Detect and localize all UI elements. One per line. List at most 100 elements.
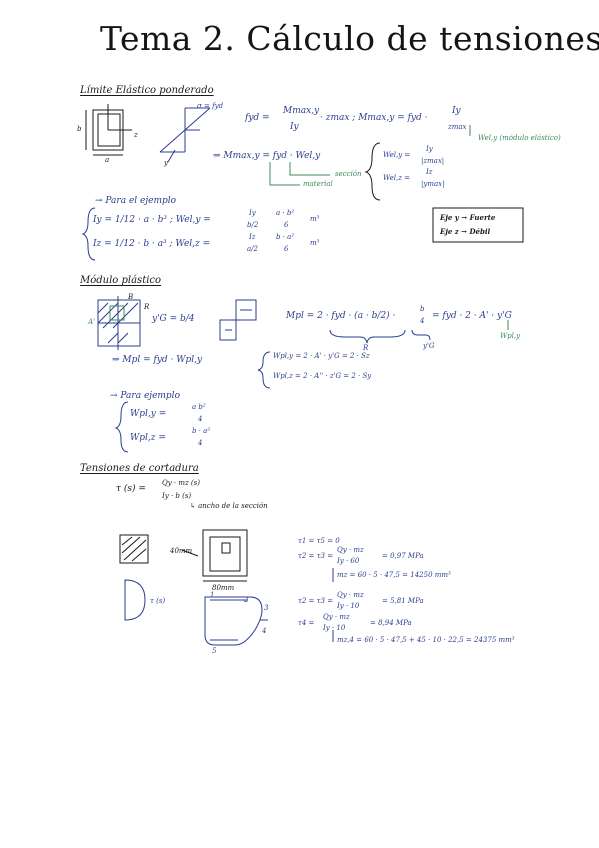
- eq-mz4: mz,4 = 60 · 5 · 47,5 + 45 · 10 · 22,5 = …: [337, 636, 515, 644]
- mpl-eq-a: Mpl = 2 · fyd · (a · b/2) ·: [286, 311, 396, 321]
- eq-tau4-num: Qy · mz: [323, 613, 350, 621]
- eq-tau3-result: = 5,81 MPa: [382, 597, 424, 605]
- point-2: 2: [244, 596, 249, 604]
- mat-note: material: [303, 180, 333, 188]
- axis-strong: Eje y → Fuerte: [440, 213, 496, 222]
- iy-f2d: 6: [284, 221, 289, 229]
- mmax-eq: ⇒ Mmax,y = fyd · Wel,y: [213, 151, 321, 161]
- underbrace-yg-label: y'G: [423, 342, 435, 350]
- welz-den: |ymax|: [421, 180, 445, 188]
- eq-tau4-den: Iy · 10: [323, 624, 346, 632]
- mpl-eq-c: 4: [420, 317, 425, 325]
- mpl-eq-d: = fyd · 2 · A' · y'G: [432, 311, 512, 321]
- page-title: Tema 2. Cálculo de tensiones: [100, 19, 599, 58]
- iy-f1d: b/2: [247, 221, 259, 229]
- iz-unit: m³: [310, 239, 320, 247]
- welz-num: Iz: [426, 168, 433, 176]
- dim-40: 40mm: [170, 547, 193, 555]
- hatched-square-icon: [119, 534, 149, 564]
- plastic-label-b: B: [128, 293, 134, 301]
- eq-tau2-num: Qy · mz: [337, 546, 364, 554]
- wplz-exn: b · a²: [192, 427, 211, 435]
- iy-f1n: Iy: [249, 209, 256, 217]
- wply-exd: 4: [198, 415, 203, 423]
- fyd-eq-e: Iy: [452, 106, 461, 116]
- fyd-eq-a: fyd =: [245, 113, 270, 123]
- wely-label: Wel,y =: [383, 151, 411, 159]
- brace-wpl: [257, 351, 271, 389]
- tau-label: τ (s) =: [116, 484, 146, 494]
- tau-z-label: τ (s): [150, 597, 166, 605]
- fyd-eq-b: Mmax,y: [283, 106, 320, 116]
- plastic-label-r: R: [144, 303, 150, 311]
- wpl-note: Wpl,y: [500, 332, 521, 340]
- wely-num: Iy: [426, 145, 433, 153]
- yg-eq: y'G = b/4: [152, 314, 195, 324]
- label-z: z: [134, 131, 138, 139]
- plastic-hatch-green: [109, 305, 125, 321]
- section-heading-tensiones: Tensiones de cortadura: [80, 463, 199, 474]
- point-1: 1: [210, 591, 215, 599]
- wel-note: Wel,y (módulo elástico): [478, 134, 561, 142]
- rect-section-diagram: [85, 104, 132, 156]
- axis-box: [432, 207, 524, 243]
- underbrace-r: [329, 329, 406, 344]
- green-arrows: [269, 125, 471, 186]
- iz-eq: Iz = 1/12 · b · a³ ; Wel,z =: [93, 239, 211, 249]
- eq-mz: mz = 60 · 5 · 47,5 = 14250 mm³: [337, 571, 451, 579]
- iz-f1d: a/2: [247, 245, 258, 253]
- welz-label: Wel,z =: [383, 174, 411, 182]
- section-heading-plastico: Módulo plástico: [80, 275, 162, 286]
- wply-ex: Wpl,y =: [130, 409, 167, 419]
- iy-eq: Iy = 1/12 · a · b³ ; Wel,y =: [93, 215, 211, 225]
- hollow-section-diagram: [181, 529, 248, 582]
- brace-wpl-example: [114, 401, 129, 453]
- label-a: a: [105, 156, 110, 164]
- eq-tau2-label: τ2 = τ3 =: [298, 552, 334, 560]
- point-5: 5: [212, 647, 217, 655]
- wply-def: Wpl,y = 2 · A' · y'G = 2 · Sz: [273, 352, 370, 360]
- mpl-result: ⇒ Mpl = fyd · Wpl,y: [112, 355, 203, 365]
- iz-f1n: Iz: [249, 233, 256, 241]
- label-b: b: [77, 125, 82, 133]
- fyd-eq-d: · zmax ; Mmax,y = fyd ·: [320, 113, 428, 123]
- axis-weak: Eje z → Débil: [440, 227, 491, 236]
- plastic-section-diagram: [97, 296, 141, 350]
- eq-tau4-result: = 8,94 MPa: [370, 619, 412, 627]
- plastic-label-a: A': [88, 318, 95, 326]
- label-y: y: [164, 159, 168, 167]
- underbrace-yg: [411, 329, 431, 341]
- tau-distribution-diagram: [204, 596, 268, 646]
- fyd-top-label: σ = fyd: [197, 102, 224, 110]
- tau-den: Iy · b (s): [162, 492, 192, 500]
- eq-tau3-num: Qy · mz: [337, 591, 364, 599]
- eq-tau4-label: τ4 =: [298, 619, 315, 627]
- wplz-ex: Wpl,z =: [130, 433, 166, 443]
- stress-diagram: [159, 107, 211, 163]
- iz-f2n: b · a²: [276, 233, 295, 241]
- dim-80: 80mm: [212, 584, 235, 592]
- eq-tau3-label: τ2 = τ3 =: [298, 597, 334, 605]
- eq-tau2-den: Iy · 60: [337, 557, 360, 565]
- plastic-stress-block: [219, 299, 257, 341]
- wplz-def: Wpl,z = 2 · A'' · z'G = 2 · Sy: [273, 372, 372, 380]
- underbrace-r-label: R: [363, 344, 369, 352]
- iy-f2n: a · b²: [276, 209, 295, 217]
- eq-tau3-den: Iy · 10: [337, 602, 360, 610]
- fyd-eq-c: Iy: [290, 122, 299, 132]
- point-3: 3: [264, 604, 269, 612]
- wplz-exd: 4: [198, 439, 203, 447]
- eq-tau2-result: = 0,97 MPa: [382, 552, 424, 560]
- iy-unit: m³: [310, 215, 320, 223]
- brace-example: [81, 207, 96, 261]
- iz-f2d: 6: [284, 245, 289, 253]
- wply-exn: a b²: [192, 403, 206, 411]
- section-heading-limite: Límite Elástico ponderado: [80, 85, 214, 96]
- mpl-eq-b: b: [420, 305, 425, 313]
- plastic-example-label: → Para ejemplo: [110, 391, 180, 401]
- tau-num: Qy · mz (s): [162, 479, 200, 487]
- brace-wel: [364, 142, 381, 201]
- fyd-eq-f: zmax: [448, 123, 467, 131]
